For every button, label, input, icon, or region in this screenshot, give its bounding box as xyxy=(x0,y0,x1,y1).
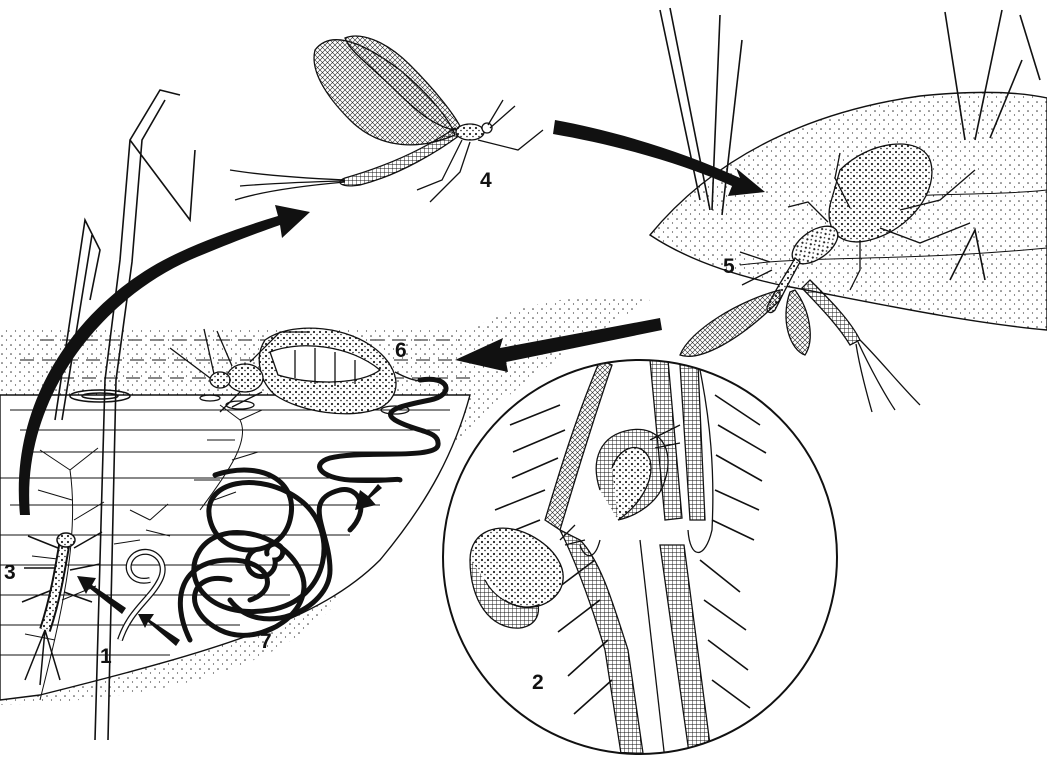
arrow-4-to-5 xyxy=(553,120,765,196)
magnified-view xyxy=(443,360,837,759)
stage-label-1: 1 xyxy=(100,646,112,667)
flying-adult xyxy=(230,36,543,202)
stage-label-4: 4 xyxy=(480,170,492,191)
stage-label-3: 3 xyxy=(4,562,16,583)
stage-label-7: 7 xyxy=(260,631,272,652)
stage-label-5: 5 xyxy=(723,256,735,277)
stage-label-6: 6 xyxy=(395,340,407,361)
stage-label-2: 2 xyxy=(532,672,544,693)
